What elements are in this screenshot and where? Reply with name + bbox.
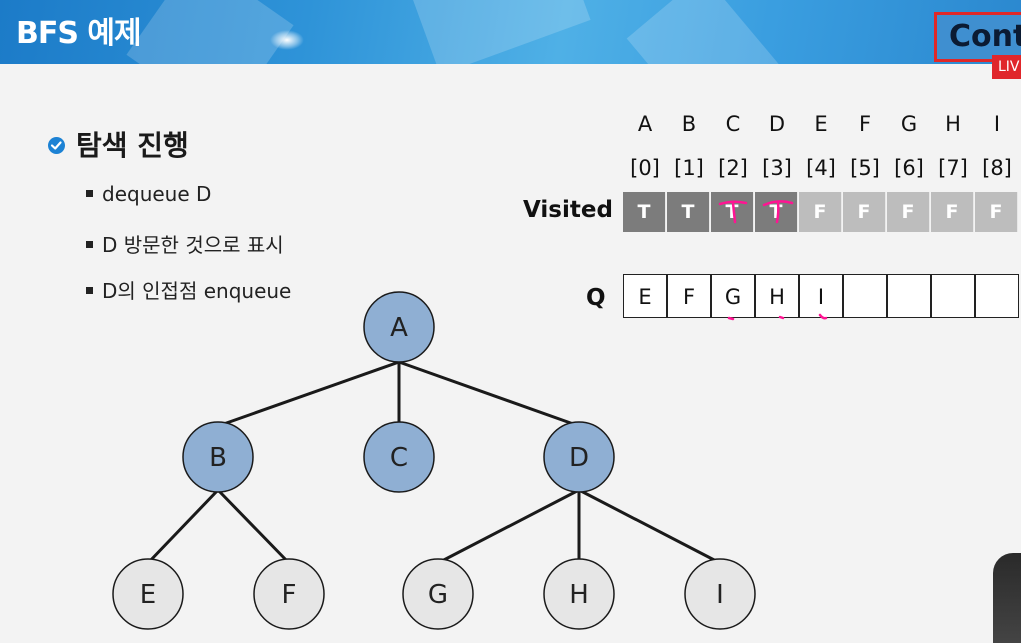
node-circle [112,558,184,630]
queue-cell: G [711,274,755,318]
slide-header: BFS 예제 Cont [0,0,1021,64]
tree-edge [216,488,291,565]
check-icon [48,137,65,154]
queue-cell [975,274,1019,318]
tree-node-g: G [402,558,474,630]
tree-node-f: F [253,558,325,630]
slide-title: BFS 예제 [16,16,142,51]
header-glow [270,30,304,50]
list-item: D 방문한 것으로 표시 [86,229,284,258]
node-label: C [390,443,408,473]
node-circle [543,558,615,630]
queue-cell [843,274,887,318]
visited-cell: T [667,192,710,232]
tree-edge [578,488,721,565]
queue-cell: H [755,274,799,318]
array-index: [8] [982,156,1012,180]
tree-node-i: I [684,558,756,630]
array-index: [5] [850,156,880,180]
visited-cell: T [623,192,666,232]
visited-cell: F [887,192,930,232]
array-index: [7] [938,156,968,180]
pen-mark-d [762,200,794,224]
node-circle [543,421,615,493]
node-label: F [282,580,297,610]
list-item: D의 인접점 enqueue [86,275,291,304]
array-letter: D [768,112,786,136]
tree-edge [437,488,580,565]
tree-node-e: E [112,558,184,630]
array-letter: C [725,112,741,136]
node-circle [253,558,325,630]
section-title: 탐색 진행 [76,129,189,162]
pen-dot-h [778,315,785,320]
tree-edge [217,360,400,428]
list-item-text: dequeue D [102,182,212,206]
tree-node-c: C [363,421,435,493]
queue-cell: F [667,274,711,318]
tree-node-h: H [543,558,615,630]
node-circle [363,421,435,493]
list-item: dequeue D [86,182,211,206]
node-label: A [390,313,408,343]
node-label: H [569,580,589,610]
list-item-text: D 방문한 것으로 표시 [102,233,284,257]
pen-mark-c [718,200,748,224]
queue-cell: E [623,274,667,318]
array-index: [0] [630,156,660,180]
tree-edge [398,360,580,428]
cont-text: Cont [949,19,1021,54]
array-index: [6] [894,156,924,180]
node-label: G [428,580,448,610]
array-letter: B [681,112,697,136]
pen-dot-g [727,316,735,321]
tree-edge [146,488,220,565]
cont-box: Cont [934,12,1021,62]
visited-cell: F [975,192,1018,232]
array-letter: I [993,112,1001,136]
visited-cell: F [799,192,842,232]
node-circle [363,291,435,363]
array-index: [1] [674,156,704,180]
array-letter: H [945,112,961,136]
array-index: [4] [806,156,836,180]
array-letter: A [637,112,653,136]
node-circle [402,558,474,630]
array-letter: F [858,112,872,136]
array-letter: G [900,112,918,136]
node-circle [684,558,756,630]
queue-cell [931,274,975,318]
tree-node-d: D [543,421,615,493]
visited-label: Visited [523,197,613,223]
queue-label: Q [586,285,606,311]
live-badge: LIV [992,55,1021,79]
square-bullet-icon [86,190,93,197]
node-label: E [140,580,156,610]
visited-cell: F [843,192,886,232]
square-bullet-icon [86,287,93,294]
visited-cell: F [931,192,974,232]
list-item-text: D의 인접점 enqueue [102,279,292,303]
queue-cell [887,274,931,318]
presenter-silhouette [993,553,1021,643]
array-index: [2] [718,156,748,180]
node-label: D [569,443,589,473]
tree-node-a: A [363,291,435,363]
array-index: [3] [762,156,792,180]
tree-node-b: B [182,421,254,493]
node-label: I [716,580,724,610]
square-bullet-icon [86,241,93,248]
node-label: B [209,443,227,473]
array-letter: E [814,112,828,136]
node-circle [182,421,254,493]
pen-dot-i [818,313,828,320]
